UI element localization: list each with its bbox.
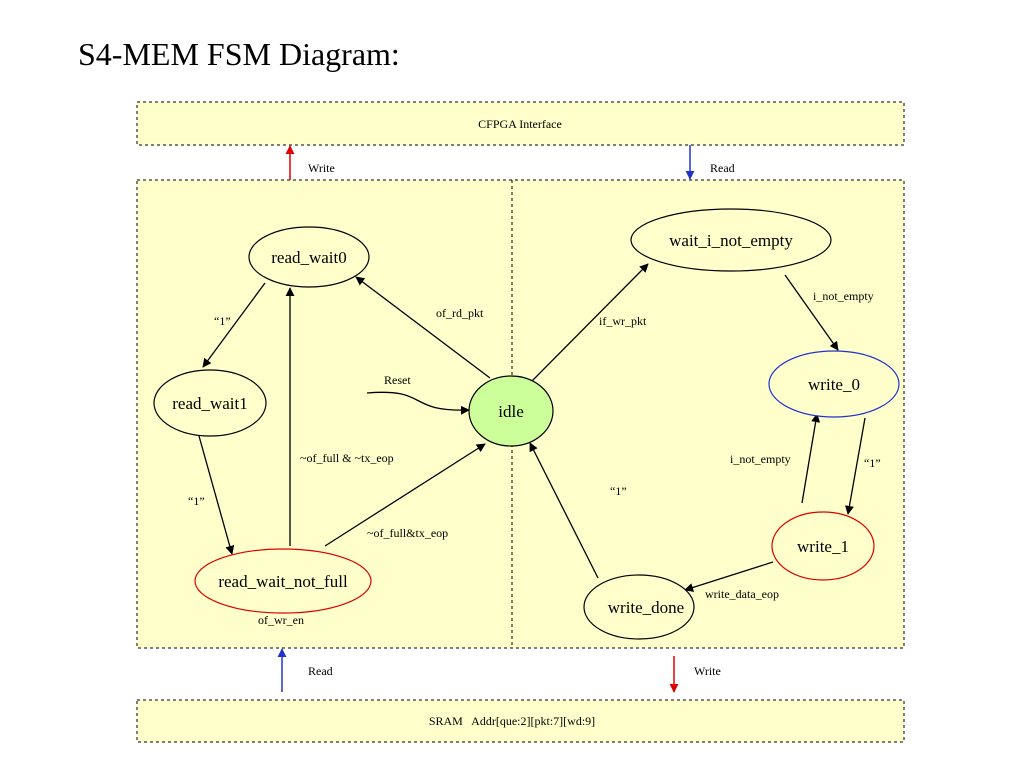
label-rw1-to-rwnf: “1” xyxy=(188,494,205,508)
label-w1-to-w0: i_not_empty xyxy=(730,452,791,466)
arrow-reset xyxy=(366,391,470,415)
arrow-idle-to-wine xyxy=(529,263,649,384)
arrow-rwnf-to-idle xyxy=(324,443,486,547)
label-of-wr-en: of_wr_en xyxy=(258,613,304,627)
state-write-0-label: write_0 xyxy=(808,375,860,394)
state-read-wait1 xyxy=(153,369,267,437)
state-write-done xyxy=(583,574,695,640)
state-idle xyxy=(468,375,554,447)
arrow-wd-to-idle xyxy=(529,442,599,579)
arrow-rw1-to-rwnf xyxy=(198,435,235,555)
state-write-1-label: write_1 xyxy=(797,537,849,556)
label-rwnf-to-rw0: ~of_full & ~tx_eop xyxy=(300,451,394,465)
label-reset: Reset xyxy=(384,373,411,387)
cfpga-interface-box xyxy=(136,101,905,146)
label-rwnf-to-idle: ~of_full&tx_eop xyxy=(367,526,448,540)
state-wait-i-not-empty-label: wait_i_not_empty xyxy=(669,231,793,250)
state-read-wait1-label: read_wait1 xyxy=(172,394,248,413)
label-rw0-to-rw1: “1” xyxy=(214,314,231,328)
state-read-wait0 xyxy=(248,226,370,288)
state-idle-label: idle xyxy=(498,402,524,421)
state-read-wait-not-full xyxy=(194,548,372,614)
sram-label: SRAM Addr[que:2][pkt:7][wd:9] xyxy=(429,714,595,728)
state-write-1 xyxy=(771,511,875,581)
state-read-wait-not-full-label: read_wait_not_full xyxy=(218,572,348,591)
top-write-label: Write xyxy=(308,161,335,175)
arrow-wine-to-w0 xyxy=(784,274,839,351)
arrow-w1-to-wd xyxy=(684,561,774,592)
arrow-rw0-to-rw1 xyxy=(202,282,266,368)
cfpga-interface-label: CFPGA Interface xyxy=(478,117,562,131)
arrow-idle-to-rw0 xyxy=(355,276,491,379)
label-wd-to-idle: “1” xyxy=(610,484,627,498)
label-wine-to-w0: i_not_empty xyxy=(813,289,874,303)
state-wait-i-not-empty xyxy=(630,208,832,272)
label-idle-to-wine: if_wr_pkt xyxy=(599,314,647,328)
state-write-0 xyxy=(768,350,900,418)
arrow-w0-to-w1 xyxy=(844,417,866,515)
label-w0-to-w1: “1” xyxy=(864,456,881,470)
label-idle-to-rw0: of_rd_pkt xyxy=(436,306,484,320)
top-read-label: Read xyxy=(710,161,735,175)
bottom-read-label: Read xyxy=(308,664,333,678)
label-w1-to-wd: write_data_eop xyxy=(705,587,779,601)
sram-box xyxy=(136,699,905,743)
state-write-done-label: write_done xyxy=(608,598,684,617)
bottom-write-label: Write xyxy=(694,664,721,678)
state-read-wait0-label: read_wait0 xyxy=(271,248,347,267)
page-title: S4-MEM FSM Diagram: xyxy=(78,36,400,72)
arrow-w1-to-w0 xyxy=(801,413,821,504)
